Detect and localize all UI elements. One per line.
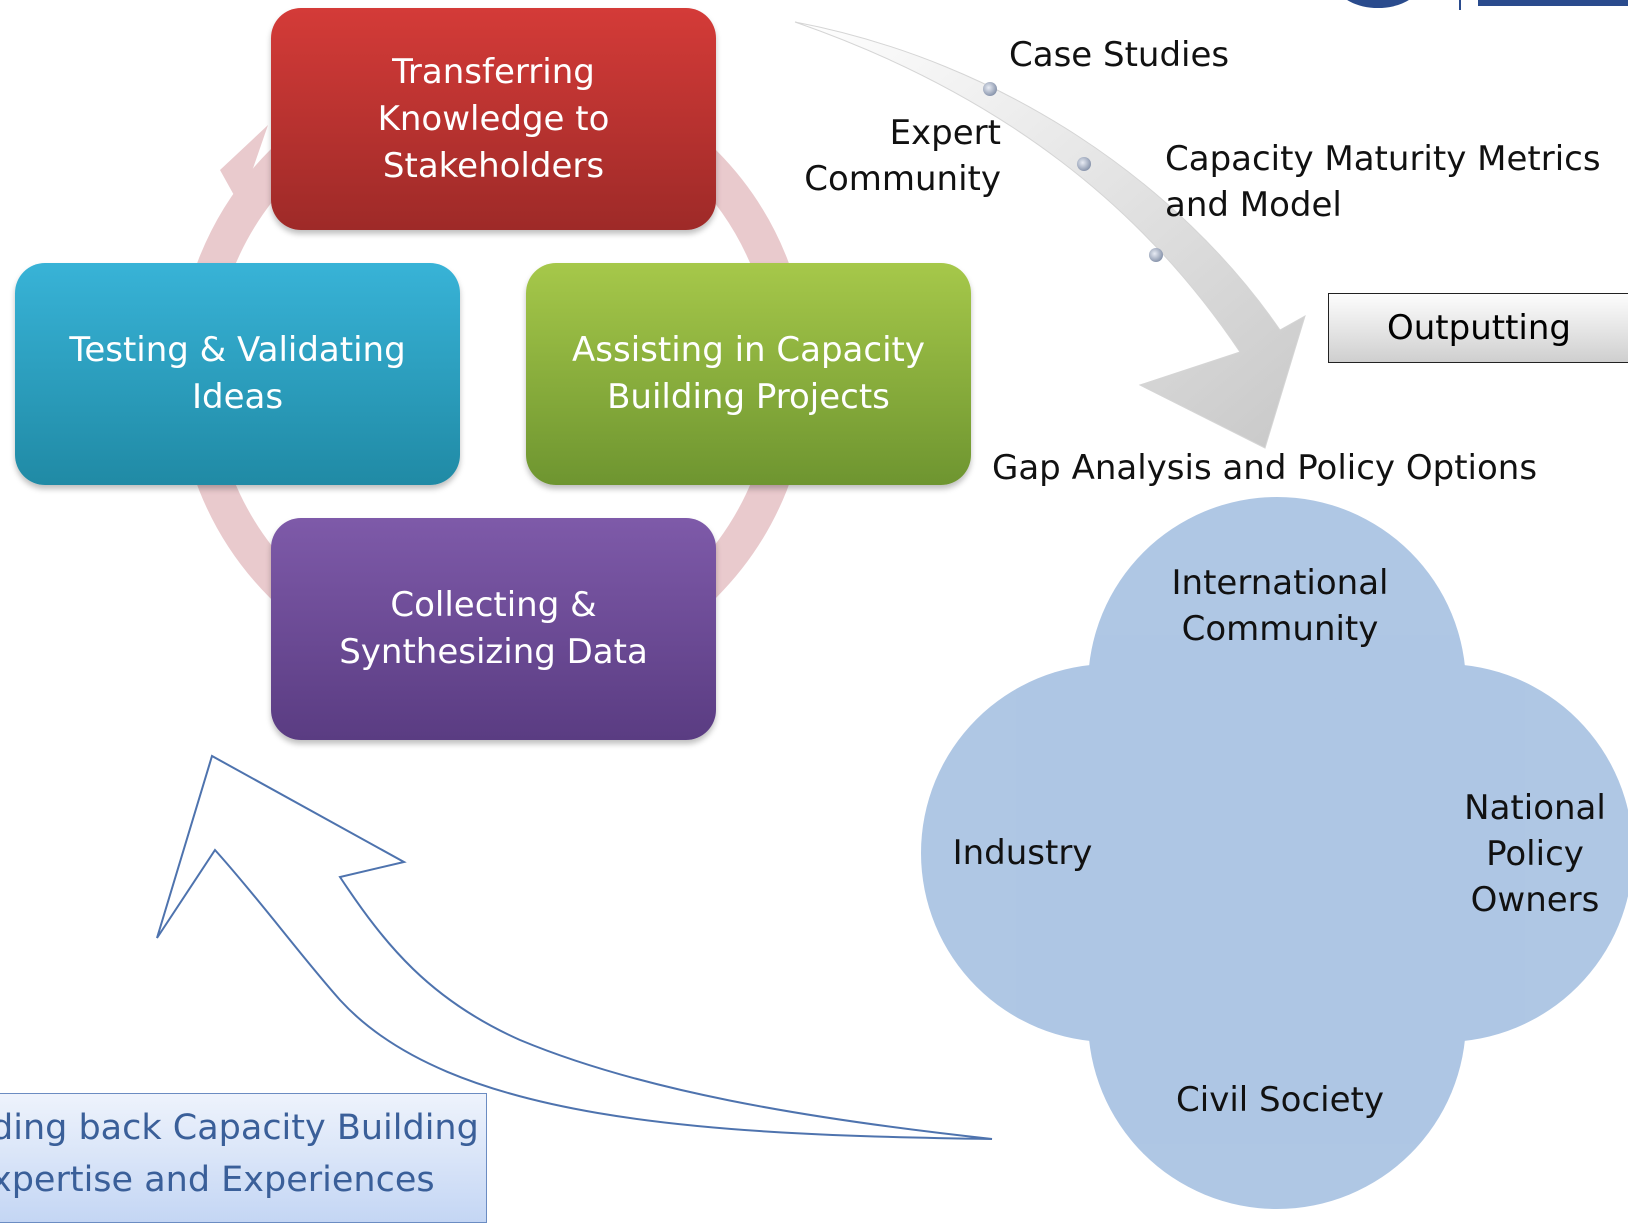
venn-diagram [921, 497, 1628, 1209]
bullet-dot-expert [1077, 157, 1091, 171]
outputting-box: Outputting [1328, 293, 1628, 363]
cycle-box-collecting: Collecting & Synthesizing Data [271, 518, 716, 740]
output-label-metrics: Capacity Maturity Metrics and Model [1165, 139, 1601, 225]
bullet-dot-case [983, 82, 997, 96]
venn-label-industry: Industry [952, 833, 1093, 873]
logo-fragment [1347, 0, 1628, 10]
bullet-dot-metrics [1149, 248, 1163, 262]
cycle-arrowhead [220, 125, 268, 206]
output-label-gap-analysis: Gap Analysis and Policy Options [992, 448, 1538, 488]
output-label-expert-community: Expert Community [804, 113, 1001, 199]
output-label-case-studies: Case Studies [1009, 35, 1230, 75]
venn-label-national: National Policy Owners [1464, 788, 1606, 920]
cycle-box-testing: Testing & Validating Ideas [15, 263, 460, 485]
cycle-box-assisting: Assisting in Capacity Building Projects [526, 263, 971, 485]
venn-label-civil-society: Civil Society [1176, 1080, 1384, 1120]
cycle-box-transferring: Transferring Knowledge to Stakeholders [271, 8, 716, 230]
feedback-arrow [156, 754, 993, 1140]
feedback-box: ding back Capacity Building xpertise and… [0, 1093, 487, 1223]
venn-label-international: International Community [1171, 563, 1389, 649]
venn-circle-civil [1088, 831, 1466, 1209]
